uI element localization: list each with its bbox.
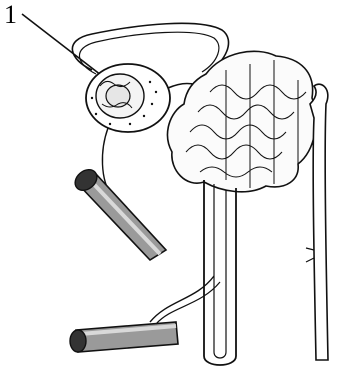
- label-1-leader-line: [22, 14, 110, 82]
- renal-vein-branch: [70, 276, 220, 352]
- capillary-network: [168, 51, 316, 191]
- renal-tubule: [204, 180, 236, 365]
- renal-artery-branch: [71, 165, 166, 260]
- glomerulus-capsule: [86, 64, 170, 132]
- arteriole-loop: [72, 23, 228, 74]
